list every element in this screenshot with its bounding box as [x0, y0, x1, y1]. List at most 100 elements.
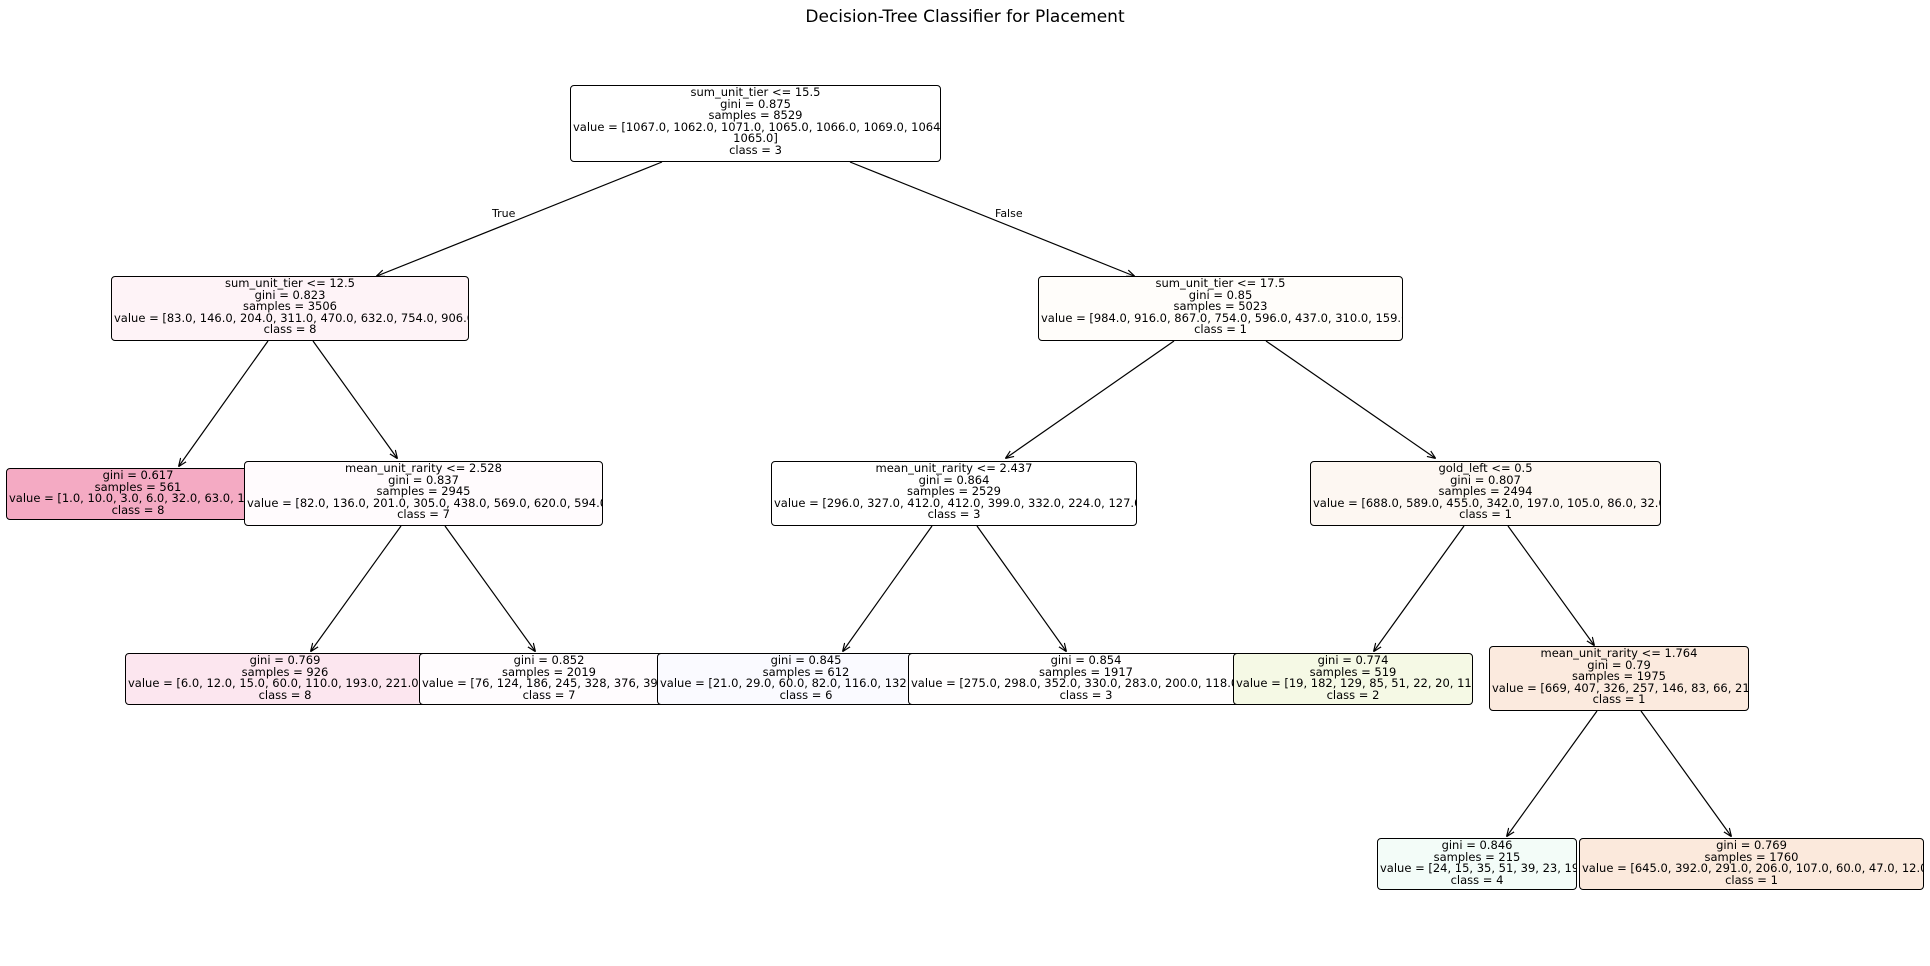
node-class: class = 7: [522, 687, 576, 702]
node-samples: samples = 215: [1433, 849, 1521, 864]
tree-node-3: gini = 0.617 samples = 561 value = [1.0,…: [6, 468, 270, 520]
edge-n4-n7: [311, 525, 402, 651]
node-class: class = 6: [779, 687, 833, 702]
tree-node-10: gini = 0.854 samples = 1917 value = [275…: [908, 653, 1264, 705]
edge-n5-n9: [843, 525, 933, 651]
node-samples: samples = 1917: [1038, 664, 1134, 679]
node-samples: samples = 1975: [1571, 669, 1667, 683]
node-class: class = 2: [1326, 687, 1380, 702]
node-value: value = [669, 407, 326, 257, 146, 83, 66…: [1492, 680, 1749, 695]
edge-label-true: True: [492, 207, 516, 220]
node-samples: samples = 2494: [1438, 484, 1533, 498]
edge-n0-n1: [377, 161, 663, 276]
node-samples: samples = 8529: [708, 108, 803, 122]
tree-node-1: sum_unit_tier <= 12.5 gini = 0.823 sampl…: [111, 276, 469, 341]
edge-n4-n8: [444, 525, 535, 651]
node-split: sum_unit_tier <= 12.5: [225, 276, 355, 290]
node-gini: gini = 0.864: [918, 472, 990, 487]
node-gini: gini = 0.769: [1716, 838, 1787, 852]
node-value: value = [275.0, 298.0, 352.0, 330.0, 283…: [911, 676, 1264, 690]
node-value: value = [296.0, 327.0, 412.0, 412.0, 399…: [774, 495, 1137, 510]
node-class: class = 3: [927, 507, 981, 521]
node-gini: gini = 0.846: [1441, 838, 1513, 852]
node-samples: samples = 1760: [1704, 849, 1799, 864]
tree-node-5: mean_unit_rarity <= 2.437 gini = 0.864 s…: [771, 461, 1137, 526]
node-value: value = [83.0, 146.0, 204.0, 311.0, 470.…: [114, 310, 469, 325]
node-samples: samples = 612: [762, 664, 850, 679]
node-gini: gini = 0.875: [720, 96, 791, 111]
node-samples: samples = 2945: [376, 484, 471, 498]
node-gini: gini = 0.79: [1587, 657, 1651, 672]
node-samples: samples = 926: [241, 664, 329, 679]
tree-node-2: sum_unit_tier <= 17.5 gini = 0.85 sample…: [1038, 276, 1403, 341]
node-samples: samples = 561: [94, 479, 182, 494]
node-split: sum_unit_tier <= 15.5: [690, 85, 821, 99]
node-split: mean_unit_rarity <= 2.437: [875, 461, 1033, 475]
node-class: class = 8: [263, 322, 317, 336]
node-gini: gini = 0.807: [1450, 472, 1521, 487]
tree-node-12: mean_unit_rarity <= 1.764 gini = 0.79 sa…: [1489, 646, 1749, 711]
node-value: value = [76, 124, 186, 245, 328, 376, 39…: [422, 676, 679, 690]
node-samples: samples = 5023: [1173, 299, 1268, 313]
node-value: value = [19, 182, 129, 85, 51, 22, 20, 1…: [1236, 676, 1473, 690]
tree-node-13: gini = 0.846 samples = 215 value = [24, …: [1377, 838, 1577, 890]
node-value: value = [645.0, 392.0, 291.0, 206.0, 107…: [1582, 861, 1924, 875]
node-samples: samples = 519: [1309, 664, 1397, 679]
node-gini: gini = 0.617: [102, 468, 174, 482]
node-gini: gini = 0.852: [513, 653, 585, 667]
edge-n2-n6: [1265, 340, 1435, 458]
node-class: class = 4: [1450, 872, 1504, 887]
node-gini: gini = 0.769: [249, 653, 321, 667]
node-split: mean_unit_rarity <= 1.764: [1540, 646, 1698, 660]
node-gini: gini = 0.837: [388, 472, 459, 487]
node-class: class = 1: [1459, 507, 1512, 521]
tree-node-8: gini = 0.852 samples = 2019 value = [76,…: [419, 653, 679, 705]
node-value: value = [1067.0, 1062.0, 1071.0, 1065.0,…: [573, 119, 941, 134]
node-class: class = 1: [1194, 322, 1247, 336]
edge-n6-n12: [1507, 525, 1594, 645]
node-value: value = [688.0, 589.0, 455.0, 342.0, 197…: [1313, 495, 1661, 510]
node-value: value = [984.0, 916.0, 867.0, 754.0, 596…: [1041, 310, 1403, 325]
node-value: value = [24, 15, 35, 51, 39, 23, 19, 9]: [1380, 861, 1577, 875]
diagram-title: Decision-Tree Classifier for Placement: [805, 7, 1125, 27]
edge-label-false: False: [995, 207, 1023, 220]
node-value: value = [82.0, 136.0, 201.0, 305.0, 438.…: [247, 495, 603, 510]
node-gini: gini = 0.85: [1188, 287, 1253, 302]
edge-n1-n3: [179, 340, 269, 466]
node-split: sum_unit_tier <= 17.5: [1155, 276, 1286, 290]
tree-node-9: gini = 0.845 samples = 612 value = [21.0…: [657, 653, 955, 705]
edge-n0-n2: [849, 161, 1134, 276]
edge-n12-n14: [1640, 710, 1731, 836]
node-gini: gini = 0.774: [1317, 653, 1389, 667]
node-samples: samples = 2529: [906, 484, 1002, 498]
edge-n1-n4: [312, 340, 397, 458]
node-gini: gini = 0.823: [254, 287, 326, 302]
tree-node-11: gini = 0.774 samples = 519 value = [19, …: [1233, 653, 1473, 705]
tree-node-6: gold_left <= 0.5 gini = 0.807 samples = …: [1310, 461, 1661, 526]
node-gini: gini = 0.845: [770, 653, 842, 667]
node-value: value = [6.0, 12.0, 15.0, 60.0, 110.0, 1…: [128, 676, 445, 690]
node-split: mean_unit_rarity <= 2.528: [345, 461, 502, 475]
node-class: class = 1: [1725, 872, 1778, 887]
tree-node-7: gini = 0.769 samples = 926 value = [6.0,…: [125, 653, 445, 705]
tree-node-4: mean_unit_rarity <= 2.528 gini = 0.837 s…: [244, 461, 603, 526]
node-samples: samples = 3506: [242, 299, 338, 313]
edge-n12-n13: [1507, 710, 1598, 836]
node-class: class = 7: [397, 507, 450, 521]
node-class: class = 1: [1592, 692, 1646, 706]
node-gini: gini = 0.854: [1050, 653, 1122, 667]
tree-node-14: gini = 0.769 samples = 1760 value = [645…: [1579, 838, 1924, 890]
node-class: class = 3: [729, 142, 782, 157]
edge-n6-n11: [1374, 525, 1465, 651]
node-value: value = [21.0, 29.0, 60.0, 82.0, 116.0, …: [660, 676, 954, 690]
node-samples: samples = 2019: [501, 664, 597, 679]
node-class: class = 3: [1059, 687, 1113, 702]
edge-n2-n5: [1006, 340, 1175, 458]
edge-n5-n10: [976, 525, 1066, 651]
node-split: gold_left <= 0.5: [1438, 461, 1533, 475]
node-class: class = 8: [111, 502, 165, 517]
node-class: class = 8: [258, 687, 312, 702]
tree-node-root: sum_unit_tier <= 15.5 gini = 0.875 sampl…: [570, 85, 941, 162]
node-value-cont: 1065.0]: [733, 131, 778, 145]
